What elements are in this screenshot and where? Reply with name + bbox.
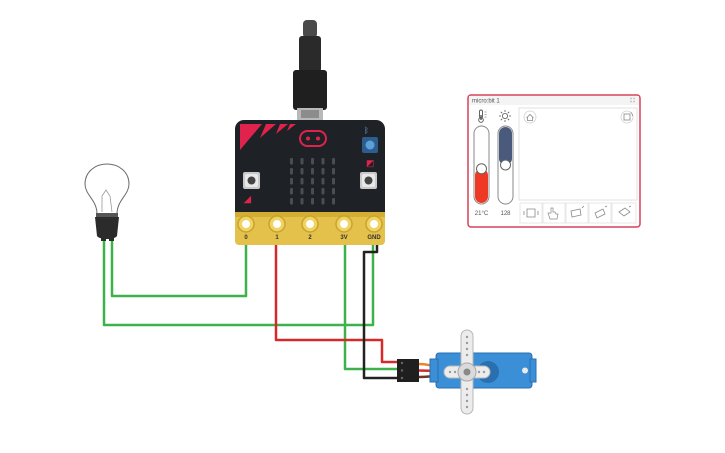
board-accent [287,124,296,131]
board-accent [260,124,276,138]
edge-connector: 0 1 2 3V GND [237,215,383,241]
bulb-filament [101,189,113,213]
led [290,188,293,195]
logo-eye [316,136,320,141]
led [311,158,314,165]
button-b-label-mark: ◩ [366,158,375,168]
drag-handle-icon[interactable] [630,97,635,103]
led [321,168,325,175]
bulb-glass [84,163,130,215]
led [332,198,335,205]
tilt-left-icon [570,205,585,218]
temperature-readout: 21°C [475,211,489,217]
servo-motor[interactable] [397,329,537,415]
led [290,168,293,175]
led [321,158,325,165]
led-matrix [290,158,335,205]
shake-button[interactable] [519,202,543,224]
wire-pin0-to-bulb[interactable] [110,238,248,298]
tilt-back-icon [618,205,632,217]
pin-gnd[interactable]: GND [365,215,383,241]
tilt-left-button[interactable] [565,202,589,224]
led [311,168,314,175]
gesture-area[interactable] [518,107,638,201]
light-slider-knob[interactable] [500,159,511,171]
wire-pin1-to-servo[interactable] [274,240,400,364]
button-b[interactable] [360,172,377,189]
pin-3v[interactable]: 3V [335,215,353,241]
temperature-slider[interactable] [473,125,490,205]
led [321,178,325,185]
led [311,178,314,185]
servo-connector[interactable] [397,359,419,382]
temperature-slider-fill [475,168,488,203]
led [321,198,325,205]
pin-label: GND [367,235,381,241]
led [300,178,304,185]
button-a[interactable] [243,172,260,189]
sun-icon [499,110,511,122]
gesture-buttons [519,202,637,224]
servo-horn[interactable] [443,329,491,415]
home-icon[interactable] [523,110,537,124]
tilt-right-icon [594,205,608,219]
led [332,178,335,185]
tilt-right-button[interactable] [588,202,612,224]
light-slider-fill [499,127,512,165]
thermometer-icon [478,109,487,123]
wire-gnd-to-servo[interactable] [362,240,400,380]
led [290,158,293,165]
wires [102,238,400,380]
rotate-icon[interactable] [620,110,634,124]
pin-0[interactable]: 0 [237,215,255,241]
simulator-panel: micro:bit 1 21°C 128 [467,94,641,228]
wire-gnd-to-bulb[interactable] [102,238,375,327]
pin-label: 3V [340,235,347,241]
led [332,168,335,175]
led [290,198,293,205]
led [290,178,293,185]
logo-touch-icon[interactable] [299,130,327,147]
pin-2[interactable]: 2 [301,215,319,241]
light-readout: 128 [500,211,511,217]
logo-up-button[interactable] [542,202,566,224]
led [300,188,304,195]
pin-label: 0 [244,235,248,241]
led [311,188,314,195]
hand-icon [547,207,559,220]
shake-icon [523,208,539,218]
pin-label: 1 [275,235,279,241]
temperature-slider-knob[interactable] [476,163,487,175]
pin-label: 2 [308,235,312,241]
led [300,168,304,175]
usb-cable[interactable] [293,20,327,120]
led [321,188,325,195]
led [300,198,304,205]
led [332,158,335,165]
microbit-board[interactable]: ◢ ◩ ᛒ 0 [235,120,385,245]
button-a-label-mark: ◢ [243,194,252,204]
led [311,198,314,205]
panel-title: micro:bit 1 [472,99,500,105]
tilt-back-button[interactable] [611,202,637,224]
logo-eye [306,136,310,141]
board-accent [240,124,262,150]
bluetooth-icon: ᛒ [364,126,369,135]
board-accent [276,124,288,134]
led [332,188,335,195]
pin-1[interactable]: 1 [268,215,286,241]
led [300,158,304,165]
light-bulb[interactable] [84,163,130,241]
light-slider[interactable] [497,125,514,205]
wire-3v-to-servo[interactable] [343,240,400,371]
